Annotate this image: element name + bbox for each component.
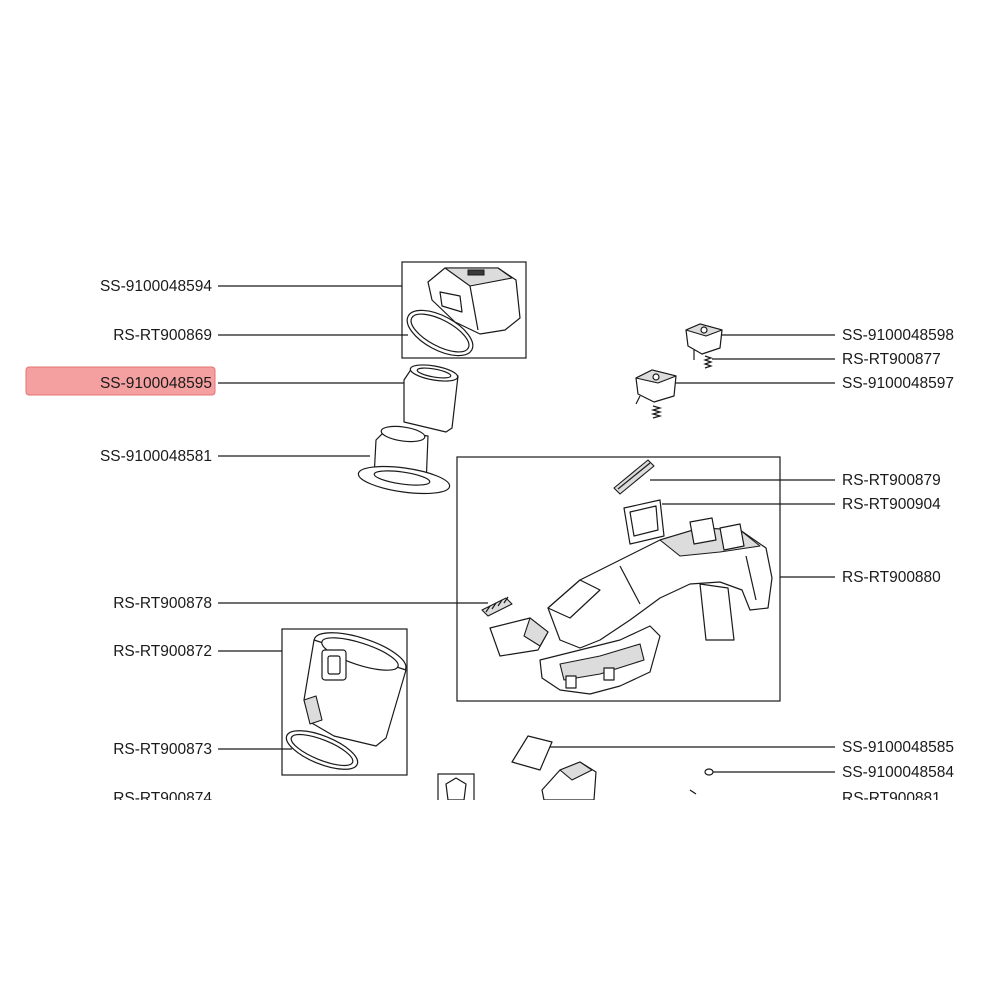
part-label: SS-9100048597 <box>842 375 954 392</box>
callout-rs-rt900881[interactable]: RS-RT900881 <box>842 790 941 807</box>
part-label: RS-RT900881 <box>842 790 941 807</box>
callout-ss-9100048598[interactable]: SS-9100048598 <box>722 327 954 344</box>
grid-filter-part <box>511 735 553 771</box>
flap-part <box>489 617 549 657</box>
callout-rs-rt900874[interactable]: RS-RT900874 <box>113 790 212 807</box>
main-body-housing-part <box>539 517 773 695</box>
part-label: RS-RT900879 <box>842 472 941 489</box>
callout-rs-rt900878[interactable]: RS-RT900878 <box>113 595 488 612</box>
clip-part-lower <box>635 369 677 405</box>
part-label: RS-RT900880 <box>842 569 941 586</box>
dust-bin-part <box>303 632 407 747</box>
callout-ss-9100048597[interactable]: SS-9100048597 <box>675 375 954 392</box>
part-label: SS-9100048584 <box>842 764 954 781</box>
bin-gasket-part <box>285 730 359 770</box>
small-clip-part <box>437 773 475 800</box>
cyclone-cover-part <box>427 267 521 335</box>
part-label: RS-RT900877 <box>842 351 941 368</box>
part-label: RS-RT900873 <box>113 741 212 758</box>
callout-rs-rt900877[interactable]: RS-RT900877 <box>712 351 941 368</box>
callout-rs-rt900904[interactable]: RS-RT900904 <box>662 496 941 513</box>
callout-ss-9100048595[interactable]: SS-9100048595 <box>100 375 405 392</box>
callout-rs-rt900872[interactable]: RS-RT900872 <box>113 643 282 660</box>
part-label: SS-9100048581 <box>100 448 212 465</box>
clip-part-upper <box>685 323 723 360</box>
brush-strip-part <box>481 596 513 617</box>
small-washer-part <box>689 768 714 795</box>
group-box-dust-bin <box>281 628 408 776</box>
pleated-filter-part <box>357 425 451 495</box>
group-box-cyclone-cover <box>401 261 527 359</box>
callout-ss-9100048584[interactable]: SS-9100048584 <box>712 764 954 781</box>
part-label: RS-RT900904 <box>842 496 941 513</box>
part-label: SS-9100048595 <box>100 375 212 392</box>
gasket-ring-part <box>406 309 474 357</box>
callout-rs-rt900873[interactable]: RS-RT900873 <box>113 741 292 758</box>
part-label: RS-RT900869 <box>113 327 212 344</box>
strip-seal-part <box>613 459 655 495</box>
callout-ss-9100048594[interactable]: SS-9100048594 <box>100 278 402 295</box>
part-label: RS-RT900872 <box>113 643 212 660</box>
callout-rs-rt900879[interactable]: RS-RT900879 <box>650 472 941 489</box>
group-box-main-body <box>456 456 781 702</box>
mesh-filter-part <box>403 364 459 433</box>
part-label: SS-9100048598 <box>842 327 954 344</box>
lower-housing-part <box>541 761 597 800</box>
part-label: SS-9100048594 <box>100 278 212 295</box>
callout-rs-rt900880[interactable]: RS-RT900880 <box>780 569 941 586</box>
part-label: SS-9100048585 <box>842 739 954 756</box>
part-label: RS-RT900878 <box>113 595 212 612</box>
spring-part-upper <box>703 355 713 369</box>
part-label: RS-RT900874 <box>113 790 212 807</box>
highlight-box <box>25 366 216 396</box>
callout-rs-rt900869[interactable]: RS-RT900869 <box>113 327 408 344</box>
callout-ss-9100048585[interactable]: SS-9100048585 <box>550 739 954 756</box>
callout-ss-9100048581[interactable]: SS-9100048581 <box>100 448 370 465</box>
frame-gasket-part <box>623 499 665 545</box>
spring-part-lower <box>650 405 663 419</box>
